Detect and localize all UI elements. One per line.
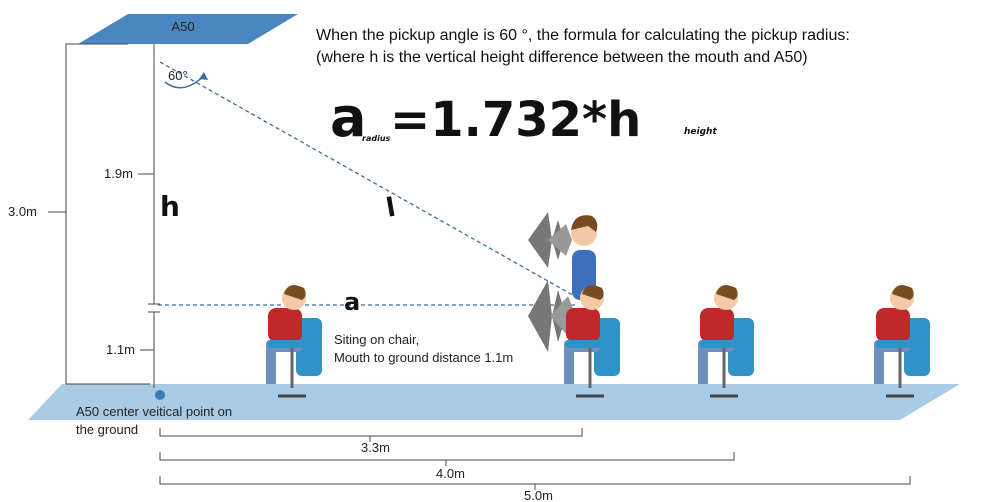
formula-h-subscript: height [684, 127, 717, 137]
symbol-a: a [344, 288, 360, 316]
distance-label-1: 3.3m [361, 440, 390, 455]
distance-bracket-3 [159, 476, 911, 485]
lower-height-label: 1.1m [106, 342, 135, 357]
total-height-label: 3.0m [8, 204, 37, 219]
angle-label: 60° [168, 68, 188, 83]
sitting-note-line1: Siting on chair, [334, 332, 419, 347]
distance-bracket-1 [159, 428, 583, 437]
ground-point-marker [155, 390, 165, 400]
sound-wave-icon-upper [528, 212, 572, 268]
seated-person-1 [266, 285, 322, 398]
sitting-note-line2: Mouth to ground distance 1.1m [334, 350, 513, 365]
symbol-h: h [160, 190, 180, 223]
distance-label-2: 4.0m [436, 466, 465, 481]
upper-height-label: 1.9m [104, 166, 133, 181]
standing-person [571, 215, 598, 300]
angle-arrow-icon [199, 72, 208, 80]
seated-person-3 [698, 285, 754, 398]
distance-label-3: 5.0m [524, 488, 553, 502]
total-height-bracket [65, 43, 150, 385]
formula-title-line2: (where h is the vertical height differen… [316, 49, 808, 66]
seated-person-2 [564, 285, 620, 398]
formula-title-line1: When the pickup angle is 60 °, the formu… [316, 27, 850, 44]
a50-label: A50 [171, 19, 194, 34]
formula-a-subscript: radius [362, 134, 391, 143]
slant-line-l [159, 61, 579, 299]
formula-a: a [330, 86, 366, 149]
seated-person-4 [874, 285, 930, 398]
a50-device-panel [78, 14, 298, 44]
ground-point-note-line1: A50 center veitical point on [76, 404, 232, 419]
floor [28, 384, 960, 420]
formula-rhs: =1.732*h [390, 92, 641, 148]
symbol-l: l [384, 193, 398, 224]
ground-point-note-line2: the ground [76, 422, 138, 437]
distance-bracket-2 [159, 452, 735, 461]
